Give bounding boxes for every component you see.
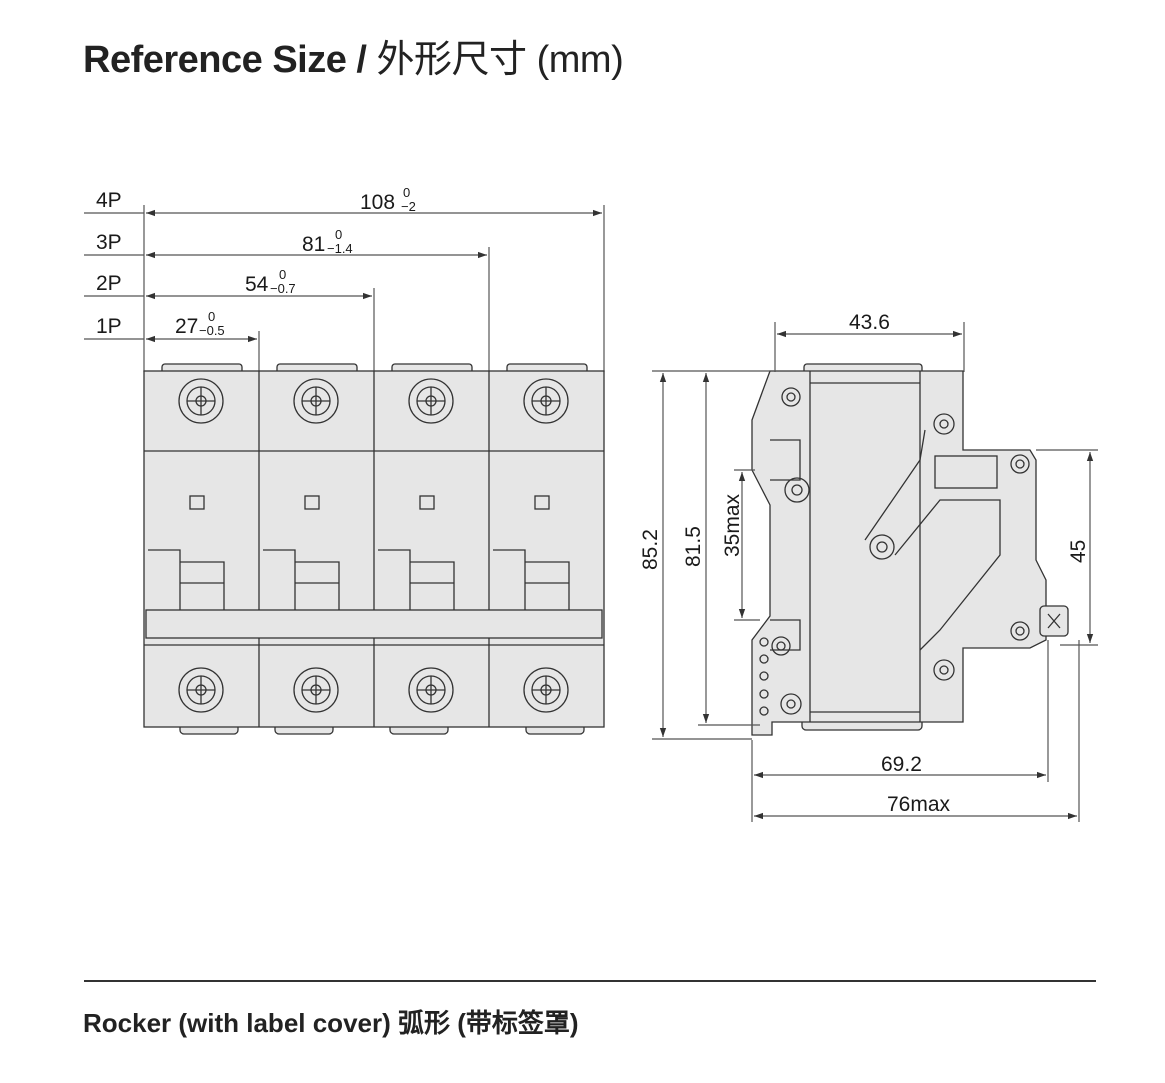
width-2p-upper-tol: 0 (279, 267, 286, 282)
pole-label-3p: 3P (96, 231, 122, 254)
dim-right-height: 45 (1067, 540, 1090, 563)
pole-label-4p: 4P (96, 189, 122, 212)
width-2p: 54 0 −0.7 (245, 267, 296, 296)
side-dimensions (652, 322, 1098, 822)
width-3p-lower-tol: −1.4 (327, 241, 353, 256)
width-1p-nominal: 27 (175, 315, 198, 338)
pole-label-2p: 2P (96, 272, 122, 295)
width-3p: 81 0 −1.4 (302, 227, 353, 256)
title-chinese: 外形尺寸 (mm) (376, 39, 624, 81)
width-1p: 27 0 −0.5 (175, 309, 225, 338)
width-4p-nominal: 108 (360, 191, 395, 214)
dim-height-inner: 81.5 (682, 526, 705, 567)
width-2p-nominal: 54 (245, 273, 269, 296)
dim-depth: 69.2 (881, 753, 922, 776)
width-1p-upper-tol: 0 (208, 309, 215, 324)
breaker-front-view (143, 363, 605, 735)
width-3p-nominal: 81 (302, 233, 325, 256)
width-2p-lower-tol: −0.7 (270, 281, 296, 296)
section-caption: Rocker (with label cover) 弧形 (带标签罩) (83, 1008, 579, 1038)
breaker-side-view (751, 363, 1069, 736)
title-english: Reference Size / (83, 39, 367, 81)
dim-depth-max: 76max (887, 793, 951, 816)
dim-rail-height: 35max (721, 493, 744, 557)
width-1p-lower-tol: −0.5 (199, 323, 225, 338)
width-4p-lower-tol: −2 (401, 199, 416, 214)
front-dimensions (84, 205, 605, 372)
width-3p-upper-tol: 0 (335, 227, 342, 242)
dim-width-top: 43.6 (849, 311, 890, 334)
dim-height-outer: 85.2 (639, 529, 662, 570)
width-4p-upper-tol: 0 (403, 185, 410, 200)
page-title: Reference Size / 外形尺寸 (mm) (83, 28, 624, 83)
width-4p: 108 0 −2 (360, 185, 416, 214)
pole-label-1p: 1P (96, 315, 122, 338)
section-divider (84, 980, 1096, 982)
